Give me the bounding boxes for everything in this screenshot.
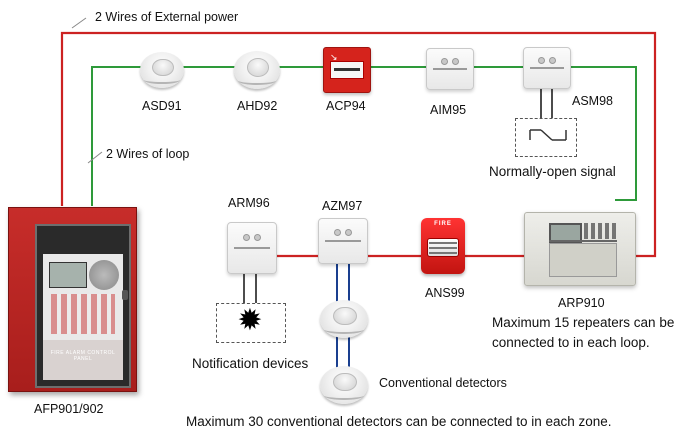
- glass-break-icon: ↘: [330, 52, 338, 62]
- aim95-label: AIM95: [430, 103, 467, 117]
- normally-open-label: Normally-open signal: [489, 164, 616, 179]
- repeaters-note-line2: connected to in each loop.: [492, 335, 650, 350]
- asm98-label: ASM98: [572, 94, 613, 108]
- normally-open-switch-symbol: [529, 129, 567, 141]
- power-leader: [71, 17, 87, 29]
- repeaters-note-line1: Maximum 15 repeaters can be: [492, 315, 675, 330]
- notification-devices-box: [216, 303, 286, 343]
- loop-leader: [87, 151, 103, 164]
- arp910-label: ARP910: [558, 296, 605, 310]
- notification-device-burst-icon: ✹: [237, 304, 263, 337]
- ans99-sounder-strobe: FIRE: [421, 218, 465, 274]
- asd91-label: ASD91: [142, 99, 182, 113]
- external-power-label: 2 Wires of External power: [95, 10, 239, 24]
- arp910-repeater-panel: [524, 212, 636, 286]
- arm96-relay-module: [227, 222, 277, 274]
- loop-wires-label: 2 Wires of loop: [106, 147, 190, 161]
- panel-navigation-keys: [89, 260, 119, 290]
- panel-lcd-screen: [49, 262, 87, 288]
- ans99-label: ANS99: [425, 286, 465, 300]
- azm97-zone-module: [318, 218, 368, 264]
- asd91-smoke-detector: [140, 52, 184, 88]
- acp94-label: ACP94: [326, 99, 366, 113]
- conventional-detector-2: [320, 366, 368, 404]
- ahd92-heat-detector: [234, 51, 280, 89]
- sounder-fire-text: FIRE: [434, 221, 452, 228]
- acp94-manual-call-point: ↘: [323, 47, 371, 93]
- arm96-label: ARM96: [228, 196, 270, 210]
- ahd92-label: AHD92: [237, 99, 278, 113]
- azm97-label: AZM97: [322, 199, 363, 213]
- loop-wire: [91, 66, 637, 206]
- panel-nameplate-text: FIRE ALARM CONTROL PANEL: [50, 350, 116, 362]
- asm98-module: [523, 47, 571, 89]
- conventional-detectors-label: Conventional detectors: [379, 376, 507, 390]
- afp901-902-control-panel: FIRE ALARM CONTROL PANEL: [8, 207, 137, 392]
- panel-keypad: [51, 294, 115, 334]
- conventional-detector-1: [320, 300, 368, 338]
- max-conventional-note: Maximum 30 conventional detectors can be…: [186, 414, 612, 429]
- panel-label: AFP901/902: [34, 402, 104, 416]
- aim95-input-module: [426, 48, 474, 90]
- repeater-keypad: [549, 243, 618, 277]
- normally-open-signal-box: [515, 118, 577, 157]
- notification-devices-label: Notification devices: [192, 356, 309, 371]
- panel-lock-icon: [122, 290, 128, 300]
- external-power-wire: [60, 31, 657, 258]
